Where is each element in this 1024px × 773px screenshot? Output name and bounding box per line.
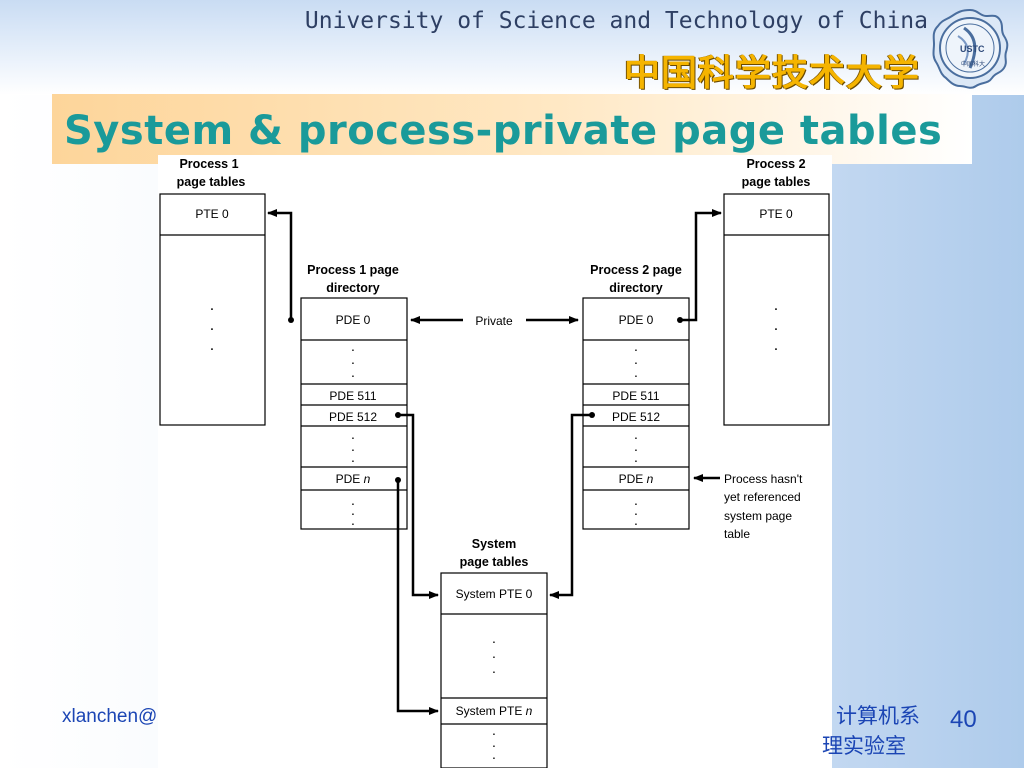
p2-pde0-arrow: [680, 209, 722, 322]
page-number: 40: [950, 706, 977, 733]
svg-text:.: .: [351, 502, 355, 518]
svg-text:.: .: [351, 426, 355, 442]
p1-dir-label-1: Process 1 page: [307, 263, 399, 277]
svg-text:.: .: [492, 630, 496, 646]
svg-text:.: .: [210, 297, 214, 314]
p1-dir-label-2: directory: [326, 281, 380, 295]
process1-page-tables: Process 1 page tables PTE 0 . . .: [159, 157, 266, 426]
p2-dir-label-2: directory: [609, 281, 663, 295]
svg-text:system page: system page: [724, 509, 792, 523]
p1-tables-box: [159, 193, 266, 426]
svg-text:.: .: [774, 337, 778, 354]
p1-pde512: PDE 512: [329, 410, 377, 424]
svg-text:.: .: [774, 297, 778, 314]
svg-text:.: .: [634, 438, 638, 454]
university-name-en: University of Science and Technology of …: [304, 8, 928, 34]
svg-text:.: .: [634, 512, 638, 528]
svg-text:.: .: [774, 317, 778, 334]
svg-text:.: .: [351, 492, 355, 508]
footer-dept-line-2: 理实验室: [822, 734, 906, 758]
svg-text:.: .: [492, 746, 496, 762]
svg-text:.: .: [492, 722, 496, 738]
svg-text:.: .: [634, 426, 638, 442]
p1-pden: PDE n: [336, 472, 371, 486]
unreferenced-note: Process hasn't yet referenced system pag…: [724, 472, 803, 541]
sys-tables-label-1: System: [472, 537, 516, 551]
p2-pde0: PDE 0: [619, 313, 654, 327]
p1-tables-label-2: page tables: [177, 175, 246, 189]
svg-text:.: .: [634, 351, 638, 367]
svg-text:.: .: [351, 351, 355, 367]
p1-pde512-arrow: [398, 413, 439, 599]
svg-text:yet referenced: yet referenced: [724, 490, 801, 504]
svg-text:.: .: [351, 512, 355, 528]
svg-text:Process hasn't: Process hasn't: [724, 472, 803, 486]
p1-pte0: PTE 0: [195, 207, 229, 221]
page-table-diagram: Process 1 page tables PTE 0 . . . Proces…: [158, 155, 832, 769]
diagram-canvas: Process 1 page tables PTE 0 . . . Proces…: [159, 157, 830, 769]
p2-dir-label-1: Process 2 page: [590, 263, 682, 277]
svg-text:.: .: [210, 337, 214, 354]
university-name-cn: 中国科学技术大学: [623, 52, 920, 94]
sys-tables-label-2: page tables: [460, 555, 529, 569]
private-label: Private: [475, 314, 513, 328]
p2-pden: PDE n: [619, 472, 654, 486]
p1-tables-label-1: Process 1: [179, 157, 238, 171]
header-band: [0, 0, 1024, 95]
process2-page-tables: Process 2 page tables PTE 0 . . .: [723, 157, 830, 426]
svg-text:.: .: [351, 338, 355, 354]
private-connector: Private: [410, 314, 579, 328]
logo-text-cn: 中国科大: [961, 60, 985, 68]
p1-pde0-arrow: [267, 209, 293, 320]
footer-author: xlanchen@: [62, 706, 158, 727]
svg-text:table: table: [724, 527, 750, 541]
slide-title: System & process-private page tables: [64, 108, 943, 154]
svg-text:.: .: [634, 492, 638, 508]
logo-text: USTC: [960, 44, 985, 54]
system-page-tables: System page tables System PTE 0 System P…: [440, 537, 548, 769]
p2-pde511: PDE 511: [612, 389, 659, 403]
svg-text:.: .: [351, 364, 355, 380]
svg-text:.: .: [492, 734, 496, 750]
p1-pden-arrow: [396, 480, 439, 715]
svg-text:.: .: [634, 502, 638, 518]
p2-pde512-arrow: [549, 413, 592, 599]
university-logo: USTC 中国科大: [932, 8, 1009, 89]
sys-tables-box: [440, 572, 548, 769]
process1-page-directory: Process 1 page directory PDE 0 PDE 511 P…: [300, 263, 408, 530]
svg-text:.: .: [210, 317, 214, 334]
p2-tables-label-1: Process 2: [746, 157, 805, 171]
logo-seal-icon: [932, 8, 1009, 89]
pointer-arrows: [267, 209, 722, 715]
svg-text:.: .: [492, 660, 496, 676]
process2-page-directory: Process 2 page directory PDE 0 PDE 511 P…: [582, 263, 690, 530]
footer-dept-line-1: 计算机系: [836, 704, 920, 728]
p1-pde511: PDE 511: [329, 389, 376, 403]
svg-text:.: .: [634, 338, 638, 354]
sys-pten: System PTE n: [456, 704, 533, 718]
p2-pte0: PTE 0: [759, 207, 793, 221]
p2-pde512: PDE 512: [612, 410, 660, 424]
svg-text:.: .: [634, 449, 638, 465]
svg-text:.: .: [351, 449, 355, 465]
p1-pde0: PDE 0: [336, 313, 371, 327]
sys-pte0: System PTE 0: [456, 587, 533, 601]
title-bar: [52, 94, 972, 164]
svg-text:.: .: [492, 645, 496, 661]
svg-text:.: .: [351, 438, 355, 454]
p2-tables-box: [723, 193, 830, 426]
p2-tables-label-2: page tables: [742, 175, 811, 189]
svg-text:.: .: [634, 364, 638, 380]
